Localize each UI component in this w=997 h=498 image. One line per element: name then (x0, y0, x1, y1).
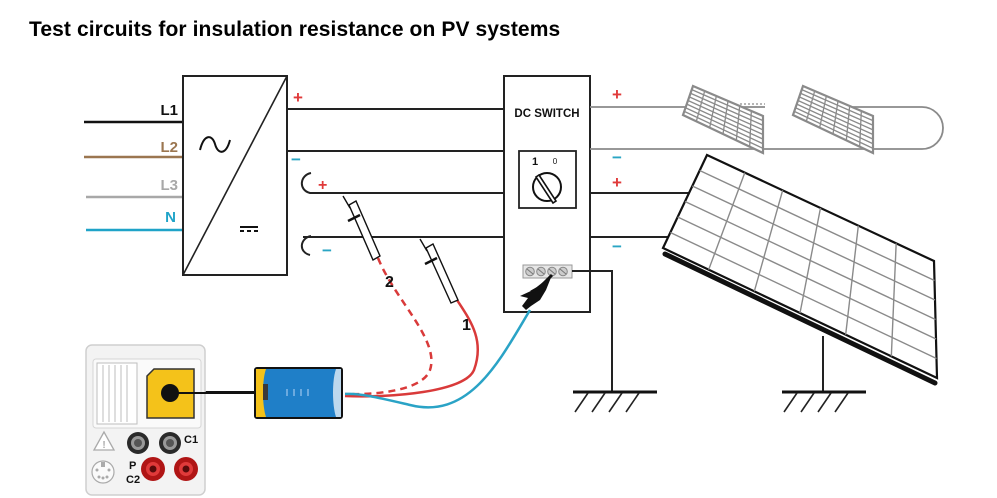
lower-minus-label: − (612, 237, 622, 256)
ac-symbol-icon (199, 136, 231, 153)
lower-string-wires: + − (590, 173, 690, 256)
label-l2: L2 (160, 139, 178, 156)
panel-grid-line (677, 216, 937, 340)
dc-switch: DC SWITCH 1 0 (503, 75, 591, 313)
rotary-knob-icon[interactable] (532, 172, 562, 205)
switch-position-on: 1 (532, 156, 538, 168)
probe-2-label: 2 (385, 274, 394, 291)
pv-panel-small-1 (681, 84, 765, 155)
panel-grid-line (690, 92, 764, 126)
screw-icon (536, 266, 546, 277)
jack-label-p: P (129, 460, 136, 472)
small-pv-panels (681, 84, 875, 155)
switch-position-off: 0 (553, 157, 558, 166)
upper-minus-label: − (612, 148, 622, 167)
inverter (182, 75, 288, 276)
panel-grid-line (688, 96, 764, 131)
inverter-plus-label: + (293, 88, 303, 107)
lower-plus-label: + (612, 173, 622, 192)
ground-icon (574, 392, 640, 413)
jack-p-red[interactable] (141, 457, 165, 481)
panel-grid-line (699, 169, 935, 282)
dc-switch-label: DC SWITCH (514, 108, 579, 120)
clip-cable (344, 309, 532, 409)
dc-symbol-icon (240, 226, 258, 232)
warning-icon: ! (92, 430, 116, 451)
dc-wires-left: + − + − (287, 88, 504, 260)
label-l3: L3 (160, 177, 178, 194)
panel-grid-line (800, 92, 874, 126)
panel-grid-line (797, 99, 874, 136)
diagram-title: Test circuits for insulation resistance … (29, 18, 561, 41)
adapter-box (178, 367, 343, 419)
jack-c2-red[interactable] (174, 457, 198, 481)
panel-grid-line (692, 185, 936, 301)
panel-grid-line (670, 231, 937, 360)
panel-base-rail (662, 251, 938, 386)
ground-icon (783, 392, 849, 413)
probe-1-cable (344, 299, 480, 398)
panel-grid-line (691, 89, 764, 122)
screw-icon (525, 266, 535, 277)
jack-label-c1: C1 (184, 434, 198, 446)
label-n: N (165, 209, 176, 226)
panel-grid-line (685, 107, 764, 145)
pv-panel-main (661, 153, 939, 386)
panel-grid-line (796, 103, 874, 140)
din-socket-icon[interactable] (91, 460, 115, 484)
panel-grid-line (798, 96, 874, 131)
crocodile-clip-icon[interactable] (520, 273, 554, 310)
instrument-panel: ! C1 P C2 (85, 344, 255, 496)
ac-lines: L1 L2 L3 N (84, 102, 183, 232)
jack-label-c2: C2 (126, 474, 140, 486)
open-minus-label: − (322, 241, 332, 260)
earth-switch (572, 270, 657, 413)
open-plus-label: + (318, 177, 327, 194)
panel-grid-line (801, 89, 874, 122)
probe-2-cable (344, 257, 433, 396)
upper-string-wires: + − (590, 85, 944, 167)
pv-panel-small-2 (791, 84, 875, 155)
panel-frame (661, 153, 939, 380)
jack-c1-black[interactable] (159, 432, 181, 454)
label-l1: L1 (160, 102, 178, 119)
panel-grid-line (684, 200, 936, 321)
probe-1[interactable] (419, 238, 459, 304)
earth-panel (782, 336, 866, 413)
panel-grid-line (793, 110, 874, 149)
panel-grid-line (795, 107, 874, 145)
svg-text:!: ! (102, 440, 105, 451)
panel-grid-line (683, 110, 764, 149)
inverter-minus-label: − (291, 150, 301, 169)
terminal-strip (522, 264, 573, 279)
panel-grid-line (686, 103, 764, 140)
panel-grid-line (687, 99, 764, 136)
screw-icon (547, 266, 557, 277)
probe-1-label: 1 (462, 317, 471, 334)
probe-2[interactable] (342, 195, 381, 261)
probe-cables (344, 257, 532, 409)
screw-icon (558, 266, 568, 277)
jack-p-black[interactable] (127, 432, 149, 454)
upper-plus-label: + (612, 85, 622, 104)
vent-grille (96, 362, 138, 425)
